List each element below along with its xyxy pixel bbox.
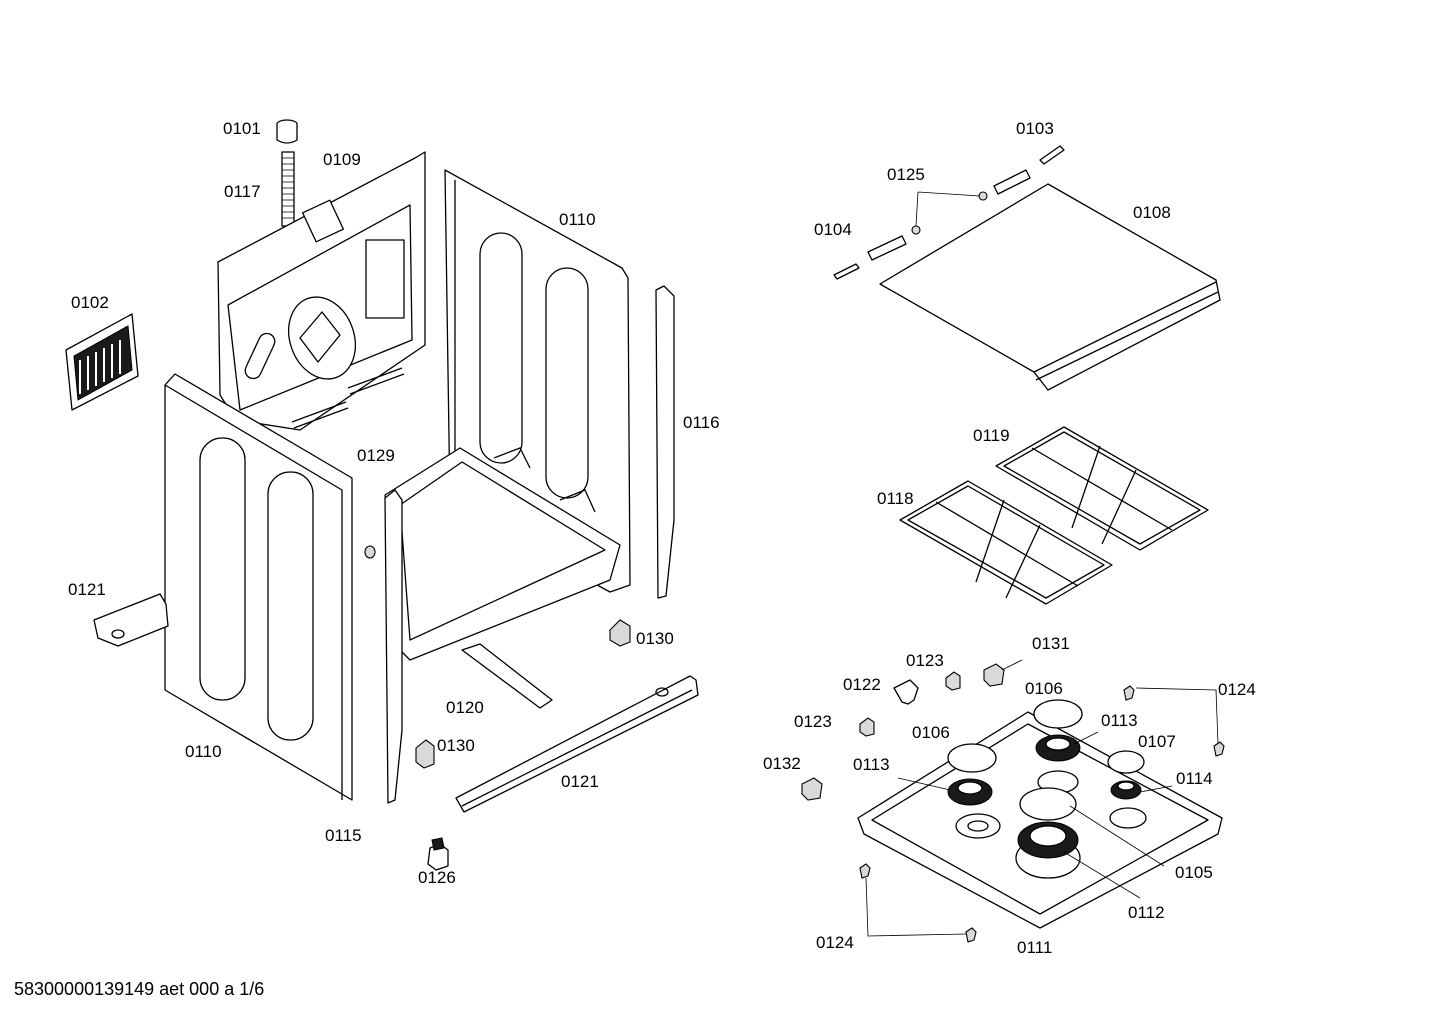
- label-0132: 0132: [763, 754, 801, 773]
- label-0101: 0101: [223, 119, 261, 138]
- part-0124-clip-d: [965, 927, 977, 943]
- part-0109-rear-wall: [217, 151, 426, 431]
- part-0125-cap-a: [978, 191, 988, 201]
- label-0123-lower: 0123: [794, 712, 832, 731]
- label-0111: 0111: [1017, 938, 1052, 957]
- part-labels: 0101 0109 0117 0110 0102 0116 0129 0121 …: [68, 119, 1256, 957]
- document-id: 58300000139149 aet 000 a 1/6: [14, 979, 265, 999]
- part-0126-foot: [427, 837, 449, 871]
- label-0131: 0131: [1032, 634, 1070, 653]
- label-0110-right: 0110: [559, 210, 596, 229]
- label-0130-upper: 0130: [636, 629, 674, 648]
- part-0102-vent-grid: [65, 313, 139, 411]
- burner-recess-front-left: [955, 813, 1001, 839]
- label-0104: 0104: [814, 220, 852, 239]
- part-0121-left-rail: [93, 593, 169, 647]
- label-0106-left: 0106: [912, 723, 950, 742]
- burner-recess-front-right: [1109, 807, 1147, 829]
- part-0113-burner-left: [947, 778, 993, 806]
- part-0113-burner-right: [1035, 734, 1081, 762]
- part-0116-side-strip: [655, 285, 675, 599]
- part-0103-screw: [1039, 145, 1065, 165]
- leader-lines: [865, 191, 1219, 937]
- part-0122-nozzle: [893, 679, 919, 705]
- part-0115-front-strip: [384, 489, 403, 804]
- part-0123-clip-lower: [859, 717, 875, 737]
- part-0101-cap: [276, 119, 298, 144]
- label-0114: 0114: [1176, 769, 1213, 788]
- part-0131-clip: [983, 663, 1005, 687]
- part-0124-clip-a: [1123, 685, 1135, 701]
- label-0103: 0103: [1016, 119, 1054, 138]
- part-0108-cover-lid: [879, 183, 1221, 391]
- label-0120: 0120: [446, 698, 484, 717]
- part-0118-pan-support: [899, 480, 1113, 605]
- hinge-lower: [867, 235, 907, 261]
- label-0105: 0105: [1175, 863, 1213, 882]
- label-0119: 0119: [973, 426, 1010, 445]
- label-0106-right: 0106: [1025, 679, 1063, 698]
- part-0129-plug: [364, 545, 376, 559]
- part-0130-clip-upper: [609, 619, 631, 647]
- label-0116: 0116: [683, 413, 720, 432]
- label-0121-left: 0121: [68, 580, 106, 599]
- part-0130-clip-lower: [415, 739, 435, 769]
- label-0121-right: 0121: [561, 772, 599, 791]
- label-0117: 0117: [224, 182, 261, 201]
- label-0125: 0125: [887, 165, 925, 184]
- part-0121-right-rail: [455, 675, 699, 813]
- label-0118: 0118: [877, 489, 914, 508]
- part-0107-small-cap: [1107, 750, 1145, 774]
- label-0124-right: 0124: [1218, 680, 1256, 699]
- label-0110-left: 0110: [185, 742, 222, 761]
- part-0123-clip-upper: [945, 671, 961, 691]
- label-0115: 0115: [325, 826, 362, 845]
- label-0126: 0126: [418, 868, 456, 887]
- label-0112: 0112: [1128, 903, 1165, 922]
- label-0129: 0129: [357, 446, 395, 465]
- part-0106-cap-left: [947, 743, 997, 773]
- hinge-upper: [993, 169, 1031, 195]
- part-0110-left-side-wall: [164, 373, 353, 801]
- label-0123-upper: 0123: [906, 651, 944, 670]
- part-0119-pan-support: [995, 426, 1209, 551]
- label-0124-left: 0124: [816, 933, 854, 952]
- label-0108: 0108: [1133, 203, 1171, 222]
- label-0102: 0102: [71, 293, 109, 312]
- part-0114-small-burner: [1110, 780, 1142, 800]
- part-0124-clip-c: [859, 863, 871, 879]
- part-0106-cap-right: [1033, 699, 1083, 729]
- label-0113-left: 0113: [853, 755, 890, 774]
- label-0113-right: 0113: [1101, 711, 1138, 730]
- label-0107: 0107: [1138, 732, 1176, 751]
- part-0117-tube: [281, 151, 295, 227]
- part-0112-large-burner: [1015, 821, 1081, 879]
- label-0122: 0122: [843, 675, 881, 694]
- label-0130-lower: 0130: [437, 736, 475, 755]
- label-0109: 0109: [323, 150, 361, 169]
- part-0104-screw: [833, 263, 860, 280]
- part-0120-rod: [461, 643, 553, 709]
- part-0105-burner-cap: [1019, 787, 1077, 821]
- part-0132-clip: [801, 777, 823, 801]
- part-0125-cap-b: [911, 225, 921, 235]
- part-0124-clip-b: [1213, 741, 1225, 757]
